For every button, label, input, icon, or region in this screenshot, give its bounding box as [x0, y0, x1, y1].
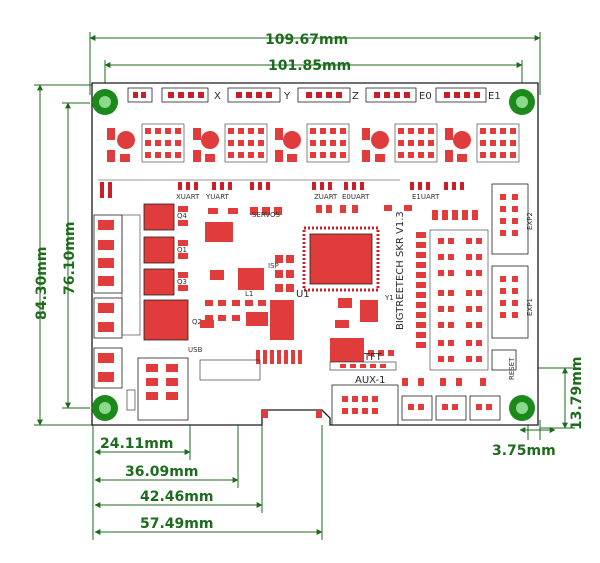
usb-label: USB: [188, 346, 203, 354]
xuart-label: XUART: [176, 193, 200, 201]
exp2-label: EXP2: [526, 212, 534, 230]
mcu-chip: [302, 226, 380, 292]
isp-label: ISP: [268, 262, 279, 270]
reset-offset-13-label: 13.79mm: [569, 357, 585, 430]
width-holes-label: 101.85mm: [268, 58, 351, 74]
bottom-connectors: [331, 349, 517, 426]
offset-24-label: 24.11mm: [100, 436, 173, 452]
motor-connectors: [127, 87, 487, 103]
height-outer-label: 84.30mm: [34, 247, 50, 320]
e0uart-label: E0UART: [342, 193, 370, 201]
driver-jumper-block: [416, 210, 489, 371]
axis-label-z: Z: [352, 91, 359, 102]
mounting-holes: [92, 89, 535, 421]
e1uart-label: E1UART: [412, 193, 440, 201]
axis-label-e1: E1: [488, 91, 501, 102]
stepper-driver-areas: [107, 123, 520, 163]
width-outer-label: 109.67mm: [265, 32, 348, 48]
exp-connectors: EXP2 EXP1: [491, 183, 534, 339]
axis-label-x: X: [214, 91, 221, 102]
fuses: [126, 357, 189, 421]
q1-label: Q1: [177, 246, 187, 254]
q2-label: Q2: [192, 318, 202, 326]
mcu-label: U1: [296, 289, 310, 300]
axis-label-y: Y: [283, 91, 291, 102]
usb-connector: [199, 320, 322, 418]
power-terminals: [93, 214, 141, 389]
motor-connector-pins: [133, 92, 480, 98]
axis-label-e0: E0: [419, 91, 432, 102]
l1-label: L1: [245, 290, 253, 298]
offset-42-label: 42.46mm: [140, 489, 213, 505]
reset-label: RESET: [508, 357, 516, 380]
tft-label: TFT: [363, 352, 383, 363]
board-name: BIGTREETECH SKR V1.3: [395, 211, 406, 330]
y1-label: Y1: [384, 294, 394, 302]
q3-label: Q3: [177, 278, 187, 286]
dimension-lines: [34, 32, 575, 540]
uart-header-row: XUART YUART ZUART E0UART E1UART: [98, 179, 464, 201]
offset-57-label: 57.49mm: [140, 516, 213, 532]
height-holes-label: 76.10mm: [62, 222, 78, 295]
offset-36-label: 36.09mm: [125, 464, 198, 480]
reset-offset-3-label: 3.75mm: [492, 443, 556, 459]
zuart-label: ZUART: [314, 193, 338, 201]
aux1-label: AUX-1: [355, 375, 385, 386]
yuart-label: YUART: [205, 193, 230, 201]
servos-label: SERVOS: [252, 211, 281, 219]
exp1-label: EXP1: [526, 298, 534, 316]
bottom-connector-pins: [329, 361, 492, 414]
mosfets: Q4 Q1 Q3 Q2: [143, 203, 202, 341]
q4-label: Q4: [177, 212, 188, 220]
